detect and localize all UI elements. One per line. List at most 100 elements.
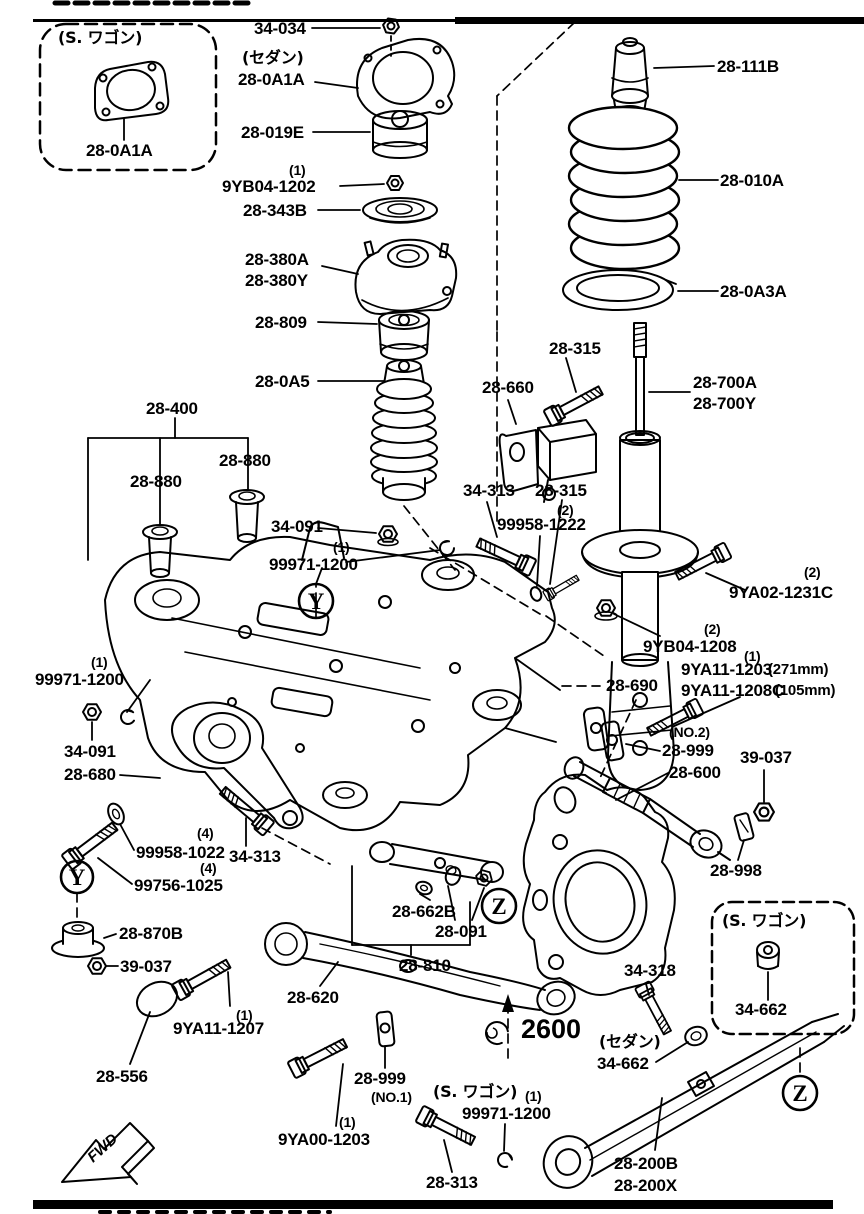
washer-99958-1022-drawing	[107, 802, 125, 826]
label-wagon-note-bottom: (S. ワゴン)	[433, 1082, 518, 1101]
bolt-28-315-upper-drawing	[542, 381, 606, 428]
label-34-662-wagon: 34-662	[735, 1000, 787, 1019]
strut-top-stack-drawing	[354, 17, 458, 501]
clip-99971-1200-bottom-drawing	[495, 1150, 515, 1170]
plate-28-998-drawing	[733, 812, 755, 842]
mount-28-680-drawing	[171, 701, 304, 830]
clip-2600-drawing	[485, 1021, 509, 1045]
label-28-315-lower: 28-315	[535, 481, 587, 500]
label-39-037-right: 39-037	[740, 748, 792, 767]
label-39-037-left: 39-037	[120, 957, 172, 976]
label-34-313-center: 34-313	[463, 481, 515, 500]
label-28-200b: 28-200B	[614, 1154, 678, 1173]
label-28-880-right: 28-880	[219, 451, 271, 470]
label-28-091: 28-091	[435, 922, 487, 941]
label-qty-99971-center: (1)	[333, 539, 350, 555]
label-no1: (NO.1)	[371, 1089, 412, 1105]
boot-28-0A5-drawing	[370, 359, 438, 501]
label-28-0a3a: 28-0A3A	[720, 282, 787, 301]
plate-28-999-no1-drawing	[375, 1010, 396, 1048]
label-9yb04-1208: 9YB04-1208	[643, 637, 737, 656]
bushing-28-809-drawing	[378, 310, 430, 361]
callout-z2-letter: Z	[792, 1081, 807, 1106]
arm-28-810-drawing	[369, 841, 504, 883]
bracket-28-690-drawing	[582, 706, 610, 752]
leader-lines	[87, 27, 769, 1173]
label-28-0a1a-wagon: 28-0A1A	[86, 141, 153, 160]
label-28-400: 28-400	[146, 399, 198, 418]
mount-28-380-drawing	[354, 238, 458, 315]
callout-y2-letter: Y	[69, 865, 86, 890]
washer-28-662b-drawing	[415, 880, 433, 896]
plate-28-999-no2-drawing	[600, 720, 625, 762]
label-28-315-upper: 28-315	[549, 339, 601, 358]
label-34-662-sedan: 34-662	[597, 1054, 649, 1073]
label-28-556: 28-556	[96, 1067, 148, 1086]
grommet-28-870B-drawing	[51, 921, 105, 958]
bolt-9ya00-1203-drawing	[286, 1034, 351, 1080]
label-9ya11-1208c: 9YA11-1208C	[681, 681, 785, 700]
label-99958-1022: 99958-1022	[136, 843, 225, 862]
wagon-plate-drawing	[94, 60, 170, 141]
label-99971-1200-center: 99971-1200	[269, 555, 358, 574]
callout-circles	[59, 582, 819, 1112]
label-105mm: (105mm)	[775, 682, 836, 699]
label-99958-1222: 99958-1222	[497, 515, 586, 534]
nut-39-037-left-drawing	[87, 957, 107, 975]
nut-39-037-right-drawing	[752, 802, 776, 822]
label-qty-99958-1022: (4)	[197, 825, 214, 841]
label-28-999-no1: 28-999	[354, 1069, 406, 1088]
label-qty-9ya11-1207: (1)	[236, 1007, 253, 1023]
label-28-660: 28-660	[482, 378, 534, 397]
label-28-200x: 28-200X	[614, 1176, 677, 1195]
label-99971-1200-bottom: 99971-1200	[462, 1104, 551, 1123]
spring-seat-28-0A3A-drawing	[562, 269, 677, 311]
label-28-380a: 28-380A	[245, 250, 309, 269]
label-28-0a5: 28-0A5	[255, 372, 310, 391]
seat-28-343B-drawing	[362, 197, 438, 224]
label-99971-1200-left: 99971-1200	[35, 670, 124, 689]
plug-28-556-drawing	[135, 980, 179, 1018]
label-28-010a: 28-010A	[720, 171, 784, 190]
label-28-0a1a-sedan: 28-0A1A	[238, 70, 305, 89]
label-28-700a: 28-700A	[693, 373, 757, 392]
label-28-313: 28-313	[426, 1173, 478, 1192]
nut-34-091-left-drawing	[82, 703, 102, 721]
label-9ya11-1203: 9YA11-1203	[681, 660, 772, 679]
bolt-34-318-drawing	[634, 980, 676, 1038]
bushing-28-880-left-drawing	[142, 524, 178, 578]
label-28-343b: 28-343B	[243, 201, 307, 220]
label-34-034: 34-034	[254, 19, 306, 38]
label-28-870b: 28-870B	[119, 924, 183, 943]
label-qty-99971-bottom: (1)	[525, 1088, 542, 1104]
bushing-28-880-right-drawing	[229, 489, 265, 543]
label-34-318: 34-318	[624, 961, 676, 980]
label-qty-99958-1222: (2)	[557, 502, 574, 518]
label-28-380y: 28-380Y	[245, 271, 308, 290]
label-sedan-note-top: (セダン)	[242, 48, 304, 67]
label-34-091-center: 34-091	[271, 517, 323, 536]
up-arrowhead	[502, 994, 514, 1012]
callout-y1-letter: Y	[308, 589, 325, 614]
label-wagon-note-top: (S. ワゴン)	[58, 28, 143, 47]
label-28-111b: 28-111B	[717, 57, 779, 76]
trailing-arm-28-200-drawing	[542, 1013, 845, 1189]
coil-spring-28-010A-drawing	[567, 105, 681, 271]
page-rules	[33, 0, 864, 1214]
label-9ya00-1203: 9YA00-1203	[278, 1130, 370, 1149]
fwd-arrow: FWD	[61, 1122, 155, 1185]
label-qty-9ya11-1203: (1)	[744, 648, 761, 664]
label-34-091-left: 34-091	[64, 742, 116, 761]
label-28-809: 28-809	[255, 313, 307, 332]
link-28-600-drawing	[563, 756, 731, 861]
label-28-690: 28-690	[606, 676, 658, 695]
label-qty-9ya00-1203: (1)	[339, 1114, 356, 1130]
label-wagon-box-bottom-title: (S. ワゴン)	[722, 911, 807, 930]
label-28-680: 28-680	[64, 765, 116, 784]
crossmember-drawing	[104, 521, 561, 832]
nut-34-034-drawing	[382, 17, 400, 57]
label-28-019e: 28-019E	[241, 123, 304, 142]
label-no2: (NO.2)	[669, 724, 710, 740]
